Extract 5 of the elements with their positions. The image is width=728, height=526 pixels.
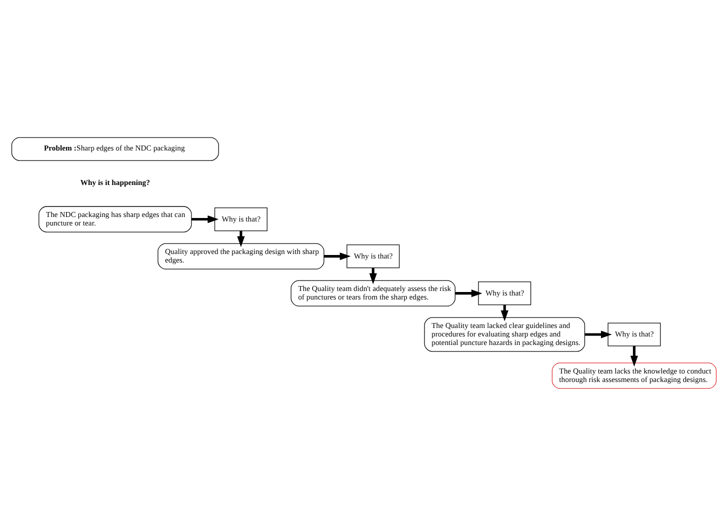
- arrow: [192, 215, 219, 224]
- arrow: [324, 252, 351, 260]
- arrow: [455, 290, 482, 298]
- arrow: [584, 330, 612, 338]
- arrow: [630, 346, 638, 367]
